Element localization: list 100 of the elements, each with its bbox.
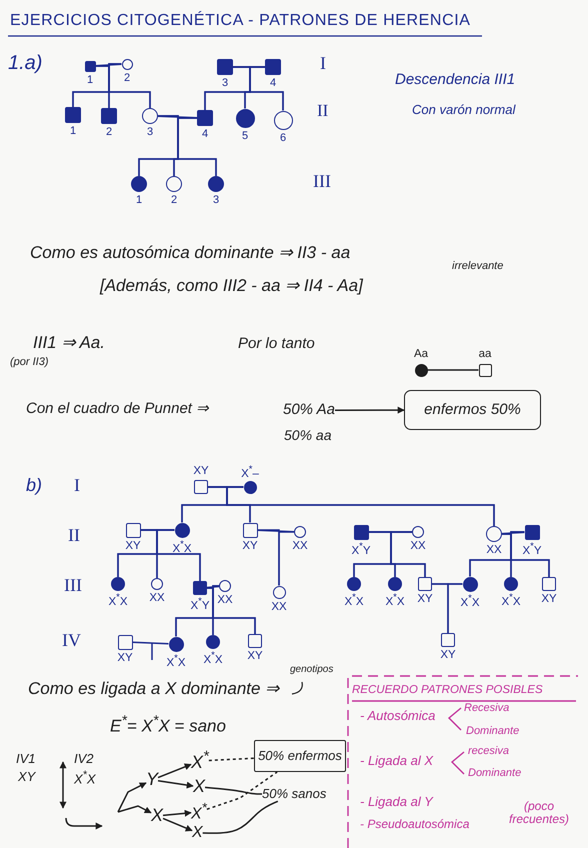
generation-label: II [68,526,80,546]
pedigree-square [418,577,432,591]
pedigree-circle [142,108,158,124]
note-text: - Autosómica [360,709,436,724]
note-text: Por lo tanto [238,336,315,352]
genotype-label: XX [217,594,233,607]
arrow [162,810,192,817]
genotype-label: X$^{*}$X [172,540,192,555]
note-text: - Pseudoautosómica [360,818,470,832]
note-text: E$^{*}$= X$^{*}$X = sano [110,714,226,736]
note-text: X$^{*}$X [74,770,96,787]
pedigree-circle [219,580,231,592]
pedigree-circle [244,480,256,494]
individual-number: 2 [106,126,112,138]
generation-label: IV [62,631,81,651]
individual-number: 3 [212,194,220,206]
pedigree-square [441,633,455,647]
pedigree-square [126,522,140,538]
gamete-label: X [192,824,203,842]
generation-label: III [313,172,331,192]
pedigree-circle [486,526,502,542]
genotype-label: X$^{*}$X [203,651,223,666]
pedigree-line [278,531,294,586]
genotype-label: X$^{*}$Y [351,542,371,557]
note-text: Dominante [466,725,520,738]
genotype-label: XY [242,540,258,552]
connector-line [208,758,254,762]
genotype-label: XX [149,592,165,605]
connector-line [206,771,278,810]
note-text: (por II3) [10,356,49,368]
pedigree-line [177,117,217,176]
pedigree-circle [272,586,286,598]
genotype-label: XY [417,593,433,606]
pedigree-line [249,66,284,110]
pedigree-line [390,531,426,577]
pedigree-circle [174,522,190,538]
pedigree-circle [462,576,478,592]
note-text: Con varón normal [412,103,516,118]
pedigree-line [510,531,550,577]
note-text: irrelevante [452,260,504,272]
page-title: EJERCICIOS CITOGENÉTICA - PATRONES DE HERENCIA [10,12,471,30]
genotype-label: X$^{*}$– [241,465,259,480]
pedigree-square [248,634,262,648]
note-text: RECUERDO PATRONES POSIBLES [352,684,543,697]
arrow [117,782,147,812]
generation-label: I [320,54,326,74]
note-text: III1 ⇒ Aa. [33,334,105,353]
pedigree-square [524,524,540,540]
pedigree-square [118,634,132,650]
pedigree-line [502,532,525,534]
note-text: genotipos [290,664,334,675]
result-text: enfermos 50% [424,402,521,418]
pedigree-circle [412,526,424,538]
note-text: IV1 [16,752,36,766]
pedigree-square [65,107,81,123]
pedigree-square [265,59,281,75]
individual-number: 3 [146,126,154,138]
genotype-label: X$^{*}$Y [522,542,542,557]
generation-label: I [74,476,80,496]
pedigree-circle [206,635,220,649]
arrow [118,805,152,814]
pedigree-circle [504,577,518,591]
result-text: 50% Aa [283,402,335,418]
genotype-label: XY [125,540,141,552]
result-box [254,740,346,772]
note-text: Con el cuadro de Punnet ⇒ [26,401,210,418]
note-text: b) [26,476,42,496]
pedigree-square [193,581,207,595]
note-text: Dominante [468,767,522,780]
genotype-label: Aa [414,348,428,361]
arrow [334,406,405,414]
arrow [162,818,193,832]
note-text: recesiva [468,745,509,758]
connector-line [202,800,278,834]
pedigree-circle [111,577,125,591]
genotype-label: X$^{*}$X [385,593,405,608]
genotype-label: X$^{*}$X [166,654,186,669]
note-text: Descendencia III1 [395,72,516,88]
note-text: IV2 [74,752,94,766]
gamete-label: X [151,806,164,826]
individual-number: 4 [202,128,208,140]
pedigree-circle [168,636,184,652]
pedigree-circle [388,577,402,591]
pedigree-circle [166,176,182,192]
genotype-label: X$^{*}$X [344,593,364,608]
gamete-label: Y [146,770,158,790]
arrow [158,764,192,778]
result-text: 50% enfermos [258,748,342,764]
genotype-label: XY [247,650,263,663]
individual-number: 4 [270,77,276,90]
pedigree-square [194,480,208,494]
individual-number: 6 [280,132,286,144]
result-box [404,390,541,430]
individual-number: 5 [242,130,248,142]
gamete-label: X$^{*}$ [191,749,209,773]
genotype-label: aa [478,348,492,361]
pedigree-circle [122,58,132,70]
pedigree-line [428,369,478,371]
pedigree-line [447,583,462,633]
pedigree-square [478,364,492,376]
